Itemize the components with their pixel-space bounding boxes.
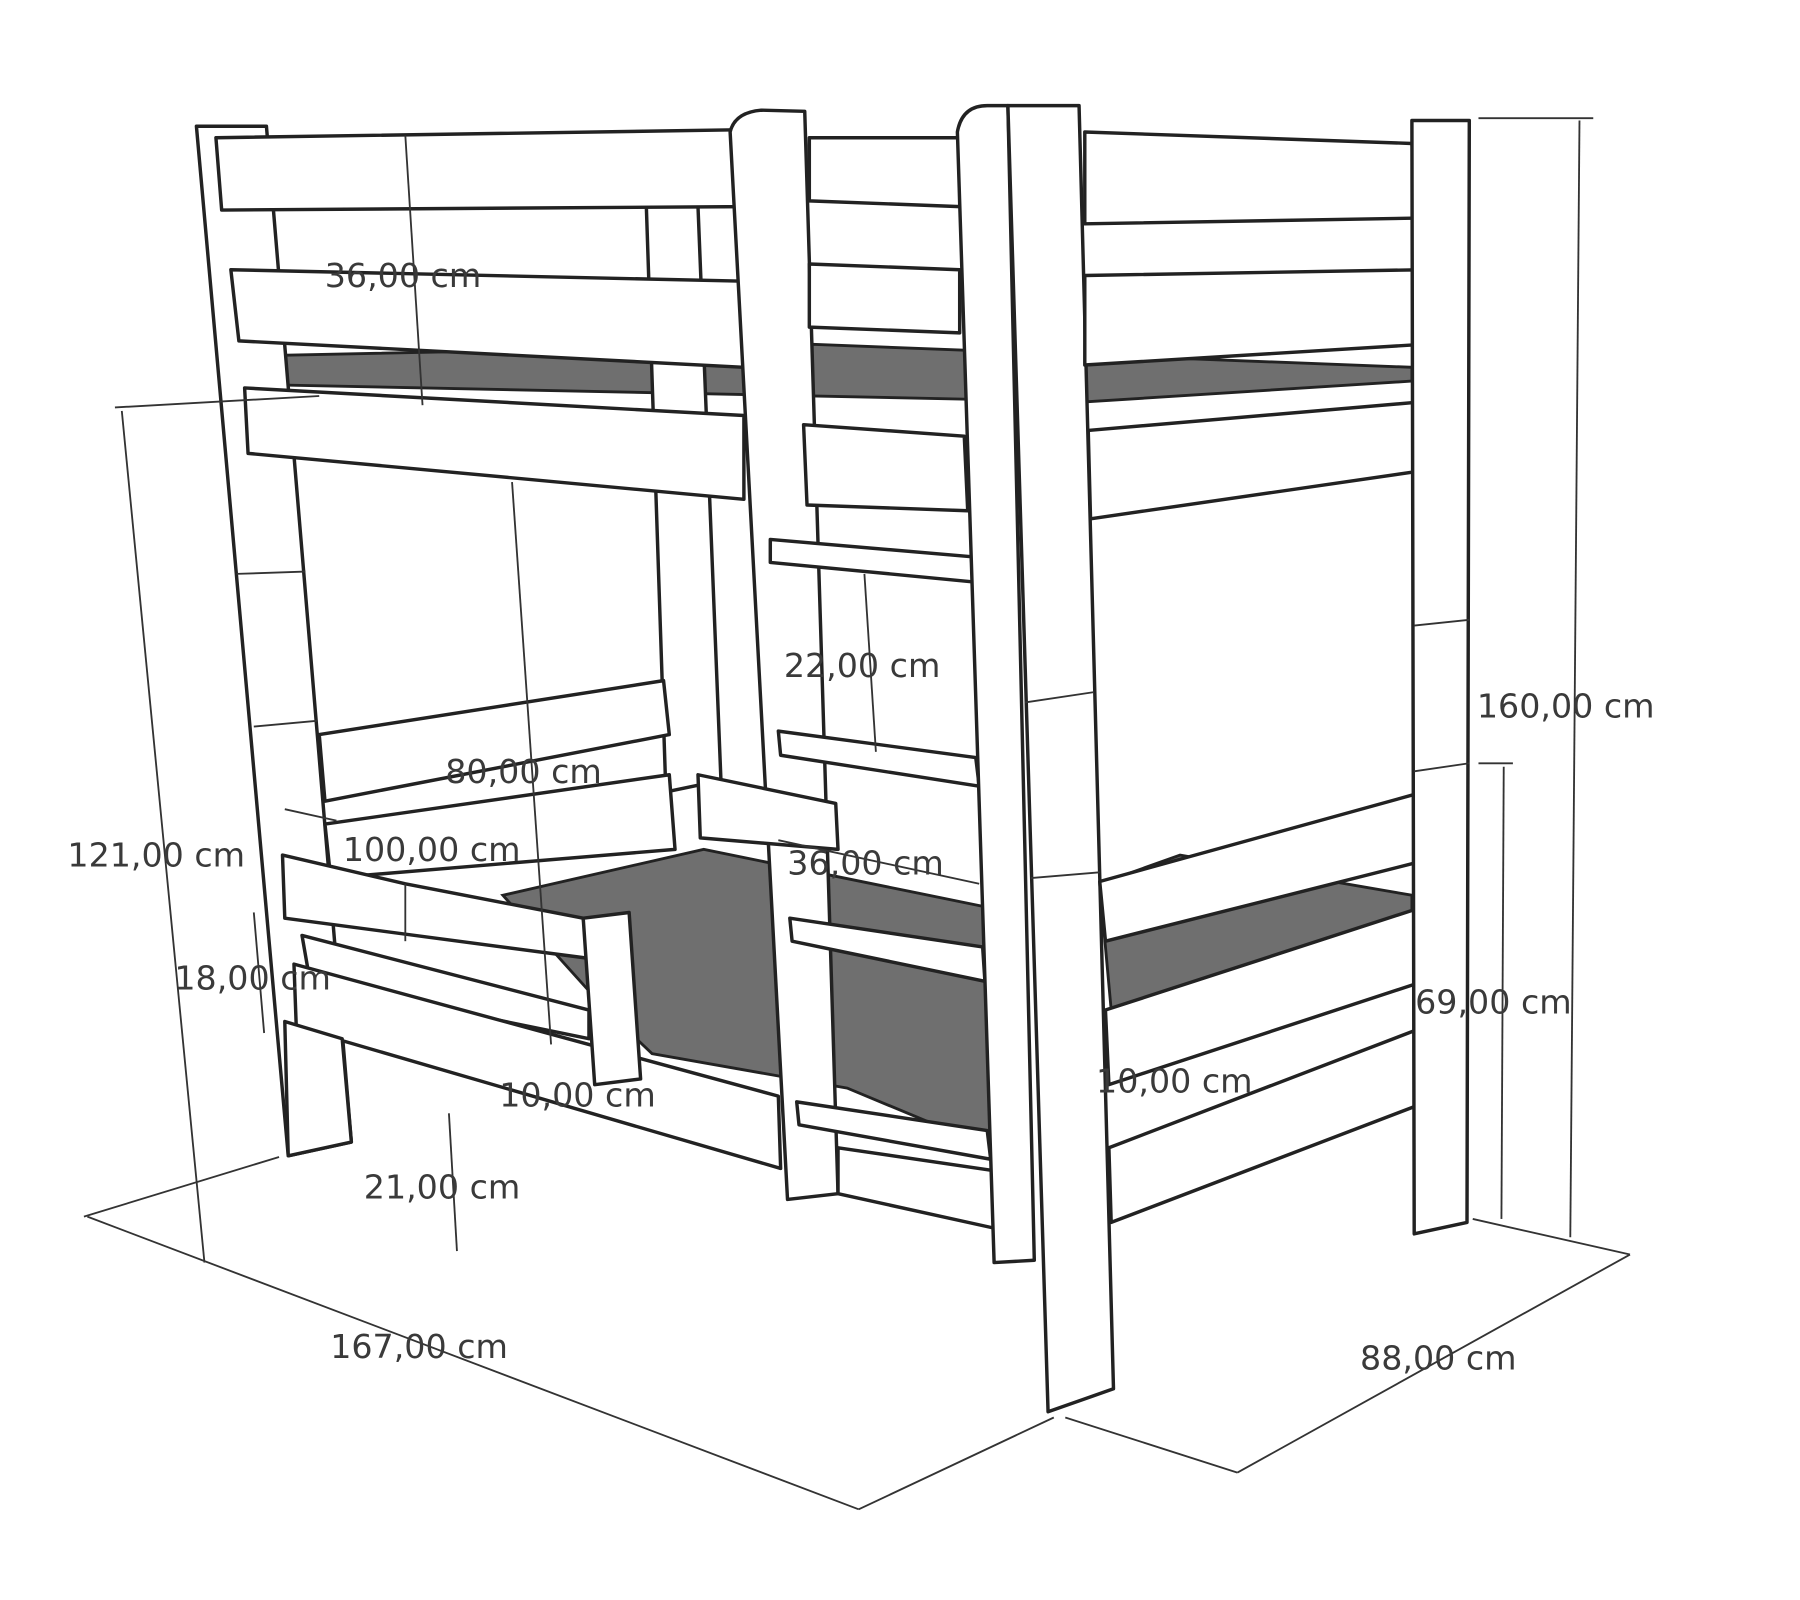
middle-upper-rail-2	[807, 262, 962, 335]
ladder-top-board	[801, 422, 970, 513]
label-guard-gap: 10,00 cm	[499, 1075, 656, 1114]
dimension-labels: 36,00 cm 80,00 cm 100,00 cm 121,00 cm 18…	[67, 256, 1654, 1377]
upper-head-rail-top	[214, 127, 746, 212]
middle-upper-rail	[807, 136, 962, 209]
label-ladder-step-spacing: 22,00 cm	[784, 646, 941, 685]
label-upper-bed-height: 121,00 cm	[67, 836, 245, 875]
label-right-gap: 10,00 cm	[1096, 1062, 1253, 1101]
label-clearance-height: 80,00 cm	[445, 752, 602, 791]
lower-end-rail	[696, 773, 840, 852]
guard-post	[581, 910, 643, 1087]
label-top-rail-height: 36,00 cm	[325, 256, 482, 295]
right-upper-side-rail	[1086, 399, 1426, 521]
lower-head-rail-bottom	[323, 773, 677, 880]
dimension-lines	[83, 117, 1631, 1511]
label-guard-height: 18,00 cm	[174, 958, 331, 997]
ladder-right-rail	[955, 103, 1037, 1265]
lower-head-rail-top	[317, 678, 672, 803]
label-length: 167,00 cm	[330, 1327, 508, 1366]
right-upper-rail-top	[1083, 130, 1421, 226]
right-back-post	[1410, 118, 1472, 1236]
right-upper-rail-mid	[1083, 268, 1426, 367]
upper-side-rail	[242, 386, 746, 502]
label-total-height: 160,00 cm	[1477, 686, 1655, 725]
bed-drawing	[194, 103, 1472, 1414]
label-floor-clearance: 21,00 cm	[364, 1167, 521, 1206]
label-lower-frame-height: 69,00 cm	[1415, 982, 1572, 1021]
label-lower-guard-length: 100,00 cm	[343, 830, 521, 869]
lower-bottom-board	[836, 1146, 996, 1230]
upper-head-rail-mid	[229, 268, 746, 370]
left-foot	[283, 1019, 354, 1158]
label-width: 88,00 cm	[1360, 1338, 1517, 1377]
label-ladder-width: 36,00 cm	[787, 844, 944, 883]
